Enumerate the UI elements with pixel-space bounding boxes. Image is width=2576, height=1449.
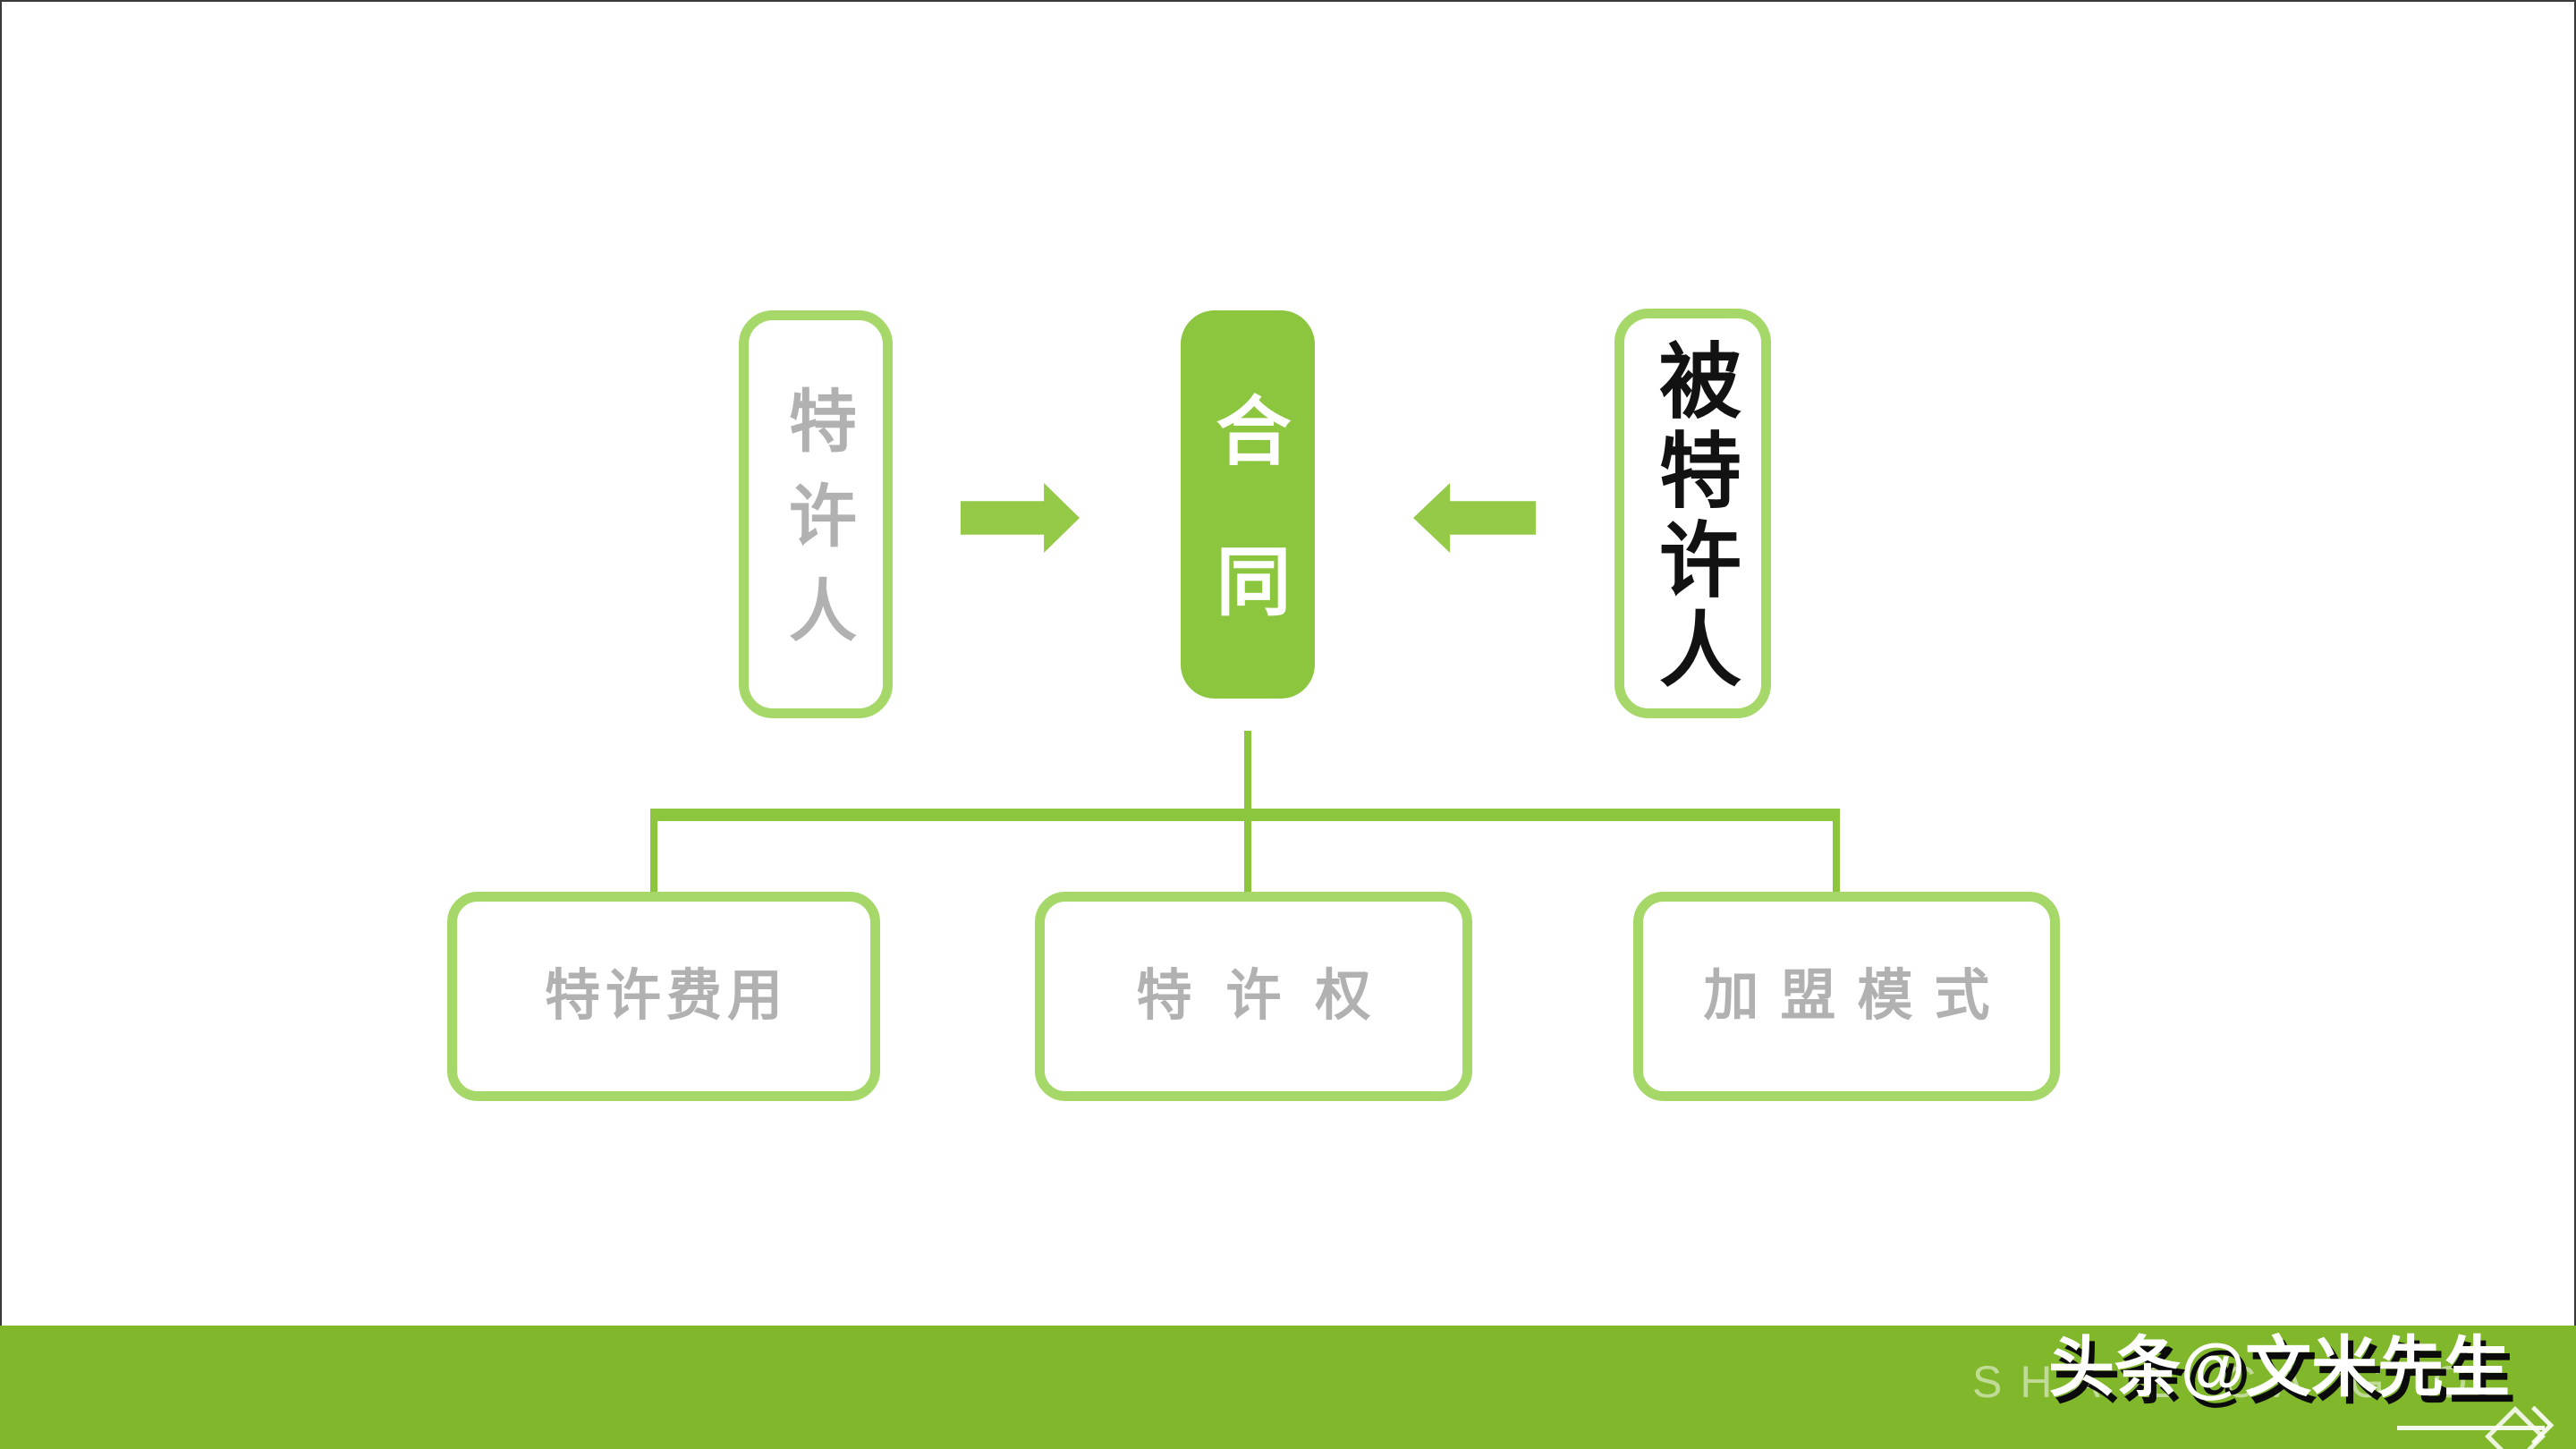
rights-label: 特许权 (1136, 965, 1405, 1027)
arrow-left-icon (1413, 483, 1536, 553)
model-label: 加盟模式 (1703, 965, 2012, 1027)
franchisor-label: 特许人 (778, 386, 854, 670)
arrow-line-decoration (2397, 1426, 2545, 1430)
contract-box: 合同 (1181, 310, 1315, 699)
connector-drop-left (650, 815, 657, 894)
rights-box: 特许权 (1035, 892, 1472, 1101)
contract-label: 合同 (1206, 392, 1290, 692)
connector-stem (1244, 731, 1251, 815)
connector-drop-middle (1244, 815, 1251, 894)
fees-box: 特许费用 (447, 892, 880, 1101)
author-headline: 头条@文米先生 (2048, 1330, 2511, 1404)
fees-label: 特许费用 (544, 965, 788, 1027)
model-box: 加盟模式 (1633, 892, 2060, 1101)
franchisor-box: 特许人 (739, 310, 893, 718)
arrow-right-icon (961, 483, 1080, 553)
connector-drop-right (1833, 815, 1840, 894)
watermark-text: SHA E CA G O (1972, 1357, 2486, 1407)
footer-bar: SHA E CA G O 头条@文米先生 (0, 1326, 2576, 1449)
franchisee-box: 被特许人 (1614, 309, 1771, 718)
franchisee-label: 被特许人 (1647, 338, 1739, 696)
